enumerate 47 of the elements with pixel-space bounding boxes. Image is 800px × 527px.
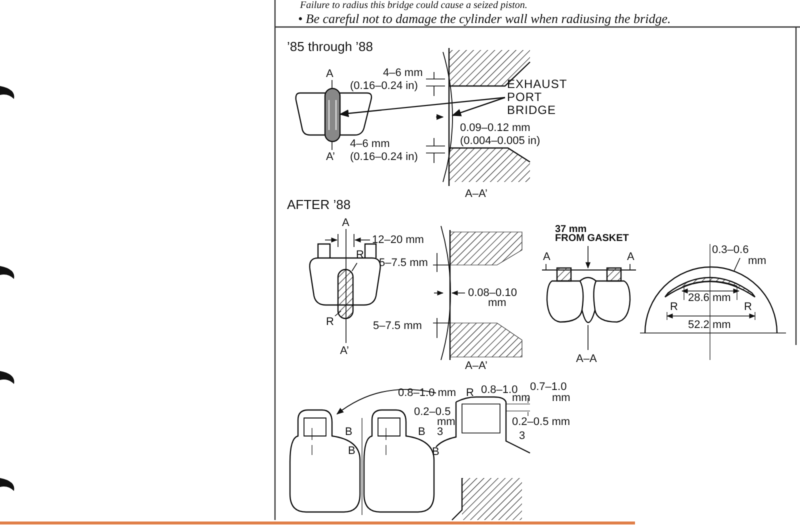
dimension-label: 0.2–0.5	[414, 406, 451, 418]
dimension-label: B	[348, 445, 356, 457]
dimension-label: 0.7–1.0	[530, 381, 567, 393]
dimension-label: R	[744, 301, 752, 313]
dimension-label: A–A	[576, 353, 597, 365]
dimension-label: A’	[326, 151, 335, 163]
note-text: • Be careful not to damage the cylinder wall when radiusing the bridge.	[298, 11, 671, 26]
leader-line	[452, 96, 506, 116]
dimension-label: 3	[437, 426, 444, 438]
dimension-label: mm	[552, 392, 570, 404]
dimension-label: A	[326, 68, 334, 80]
dimension-label: (0.16–0.24 in)	[350, 80, 418, 92]
dimension-label: mm	[437, 416, 456, 428]
dimension-label: R	[326, 316, 334, 328]
note-text: Failure to radius this bridge could cause a seized piston.	[300, 0, 528, 11]
dimension-label: mm	[488, 297, 506, 309]
dimension-label: A’	[340, 345, 349, 357]
dimension-label: 52.2 mm	[688, 319, 731, 331]
dimension-label: A	[627, 251, 634, 263]
leader-line	[339, 96, 506, 118]
dimension-label: 0.09–0.12 mm	[460, 122, 530, 134]
dimension-label: 37 mm	[555, 225, 587, 235]
dimension-label: A	[543, 251, 550, 263]
dimension-label: 28.6 mm	[688, 292, 731, 304]
dimension-label: 5–7.5 mm	[373, 320, 422, 332]
dimension-label: 4–6 mm	[350, 138, 390, 150]
dimension-label: FROM GASKET	[555, 234, 629, 244]
callout-text: EXHAUST PORT BRIDGE	[507, 78, 569, 117]
section-heading: ’85 through ’88	[287, 41, 374, 53]
dimension-label: B	[418, 426, 426, 438]
dimension-label: (0.16–0.24 in)	[350, 151, 418, 163]
dimension-label: 0.08–0.10	[468, 287, 517, 299]
cylinder-wall-curve	[442, 52, 453, 182]
dimension-label: A	[342, 217, 350, 229]
dimension-label: 3	[519, 430, 526, 442]
dimension-label: mm	[748, 255, 766, 267]
dimension-label: B	[345, 426, 352, 438]
section-heading: AFTER ’88	[287, 199, 351, 211]
dimension-label: A–A’	[465, 360, 488, 372]
dimension-label: 0.3–0.6	[712, 244, 749, 256]
dimension-label: 0.8–1.0 mm	[398, 387, 456, 399]
dimension-label: 0.2–0.5 mm	[512, 416, 570, 428]
dimension-label: 12–20 mm	[372, 234, 424, 246]
dimension-label: R	[466, 387, 474, 399]
dimension-label: 4–6 mm	[383, 67, 423, 79]
dimension-label: R	[670, 301, 678, 313]
dimension-label: A–A’	[465, 188, 488, 200]
